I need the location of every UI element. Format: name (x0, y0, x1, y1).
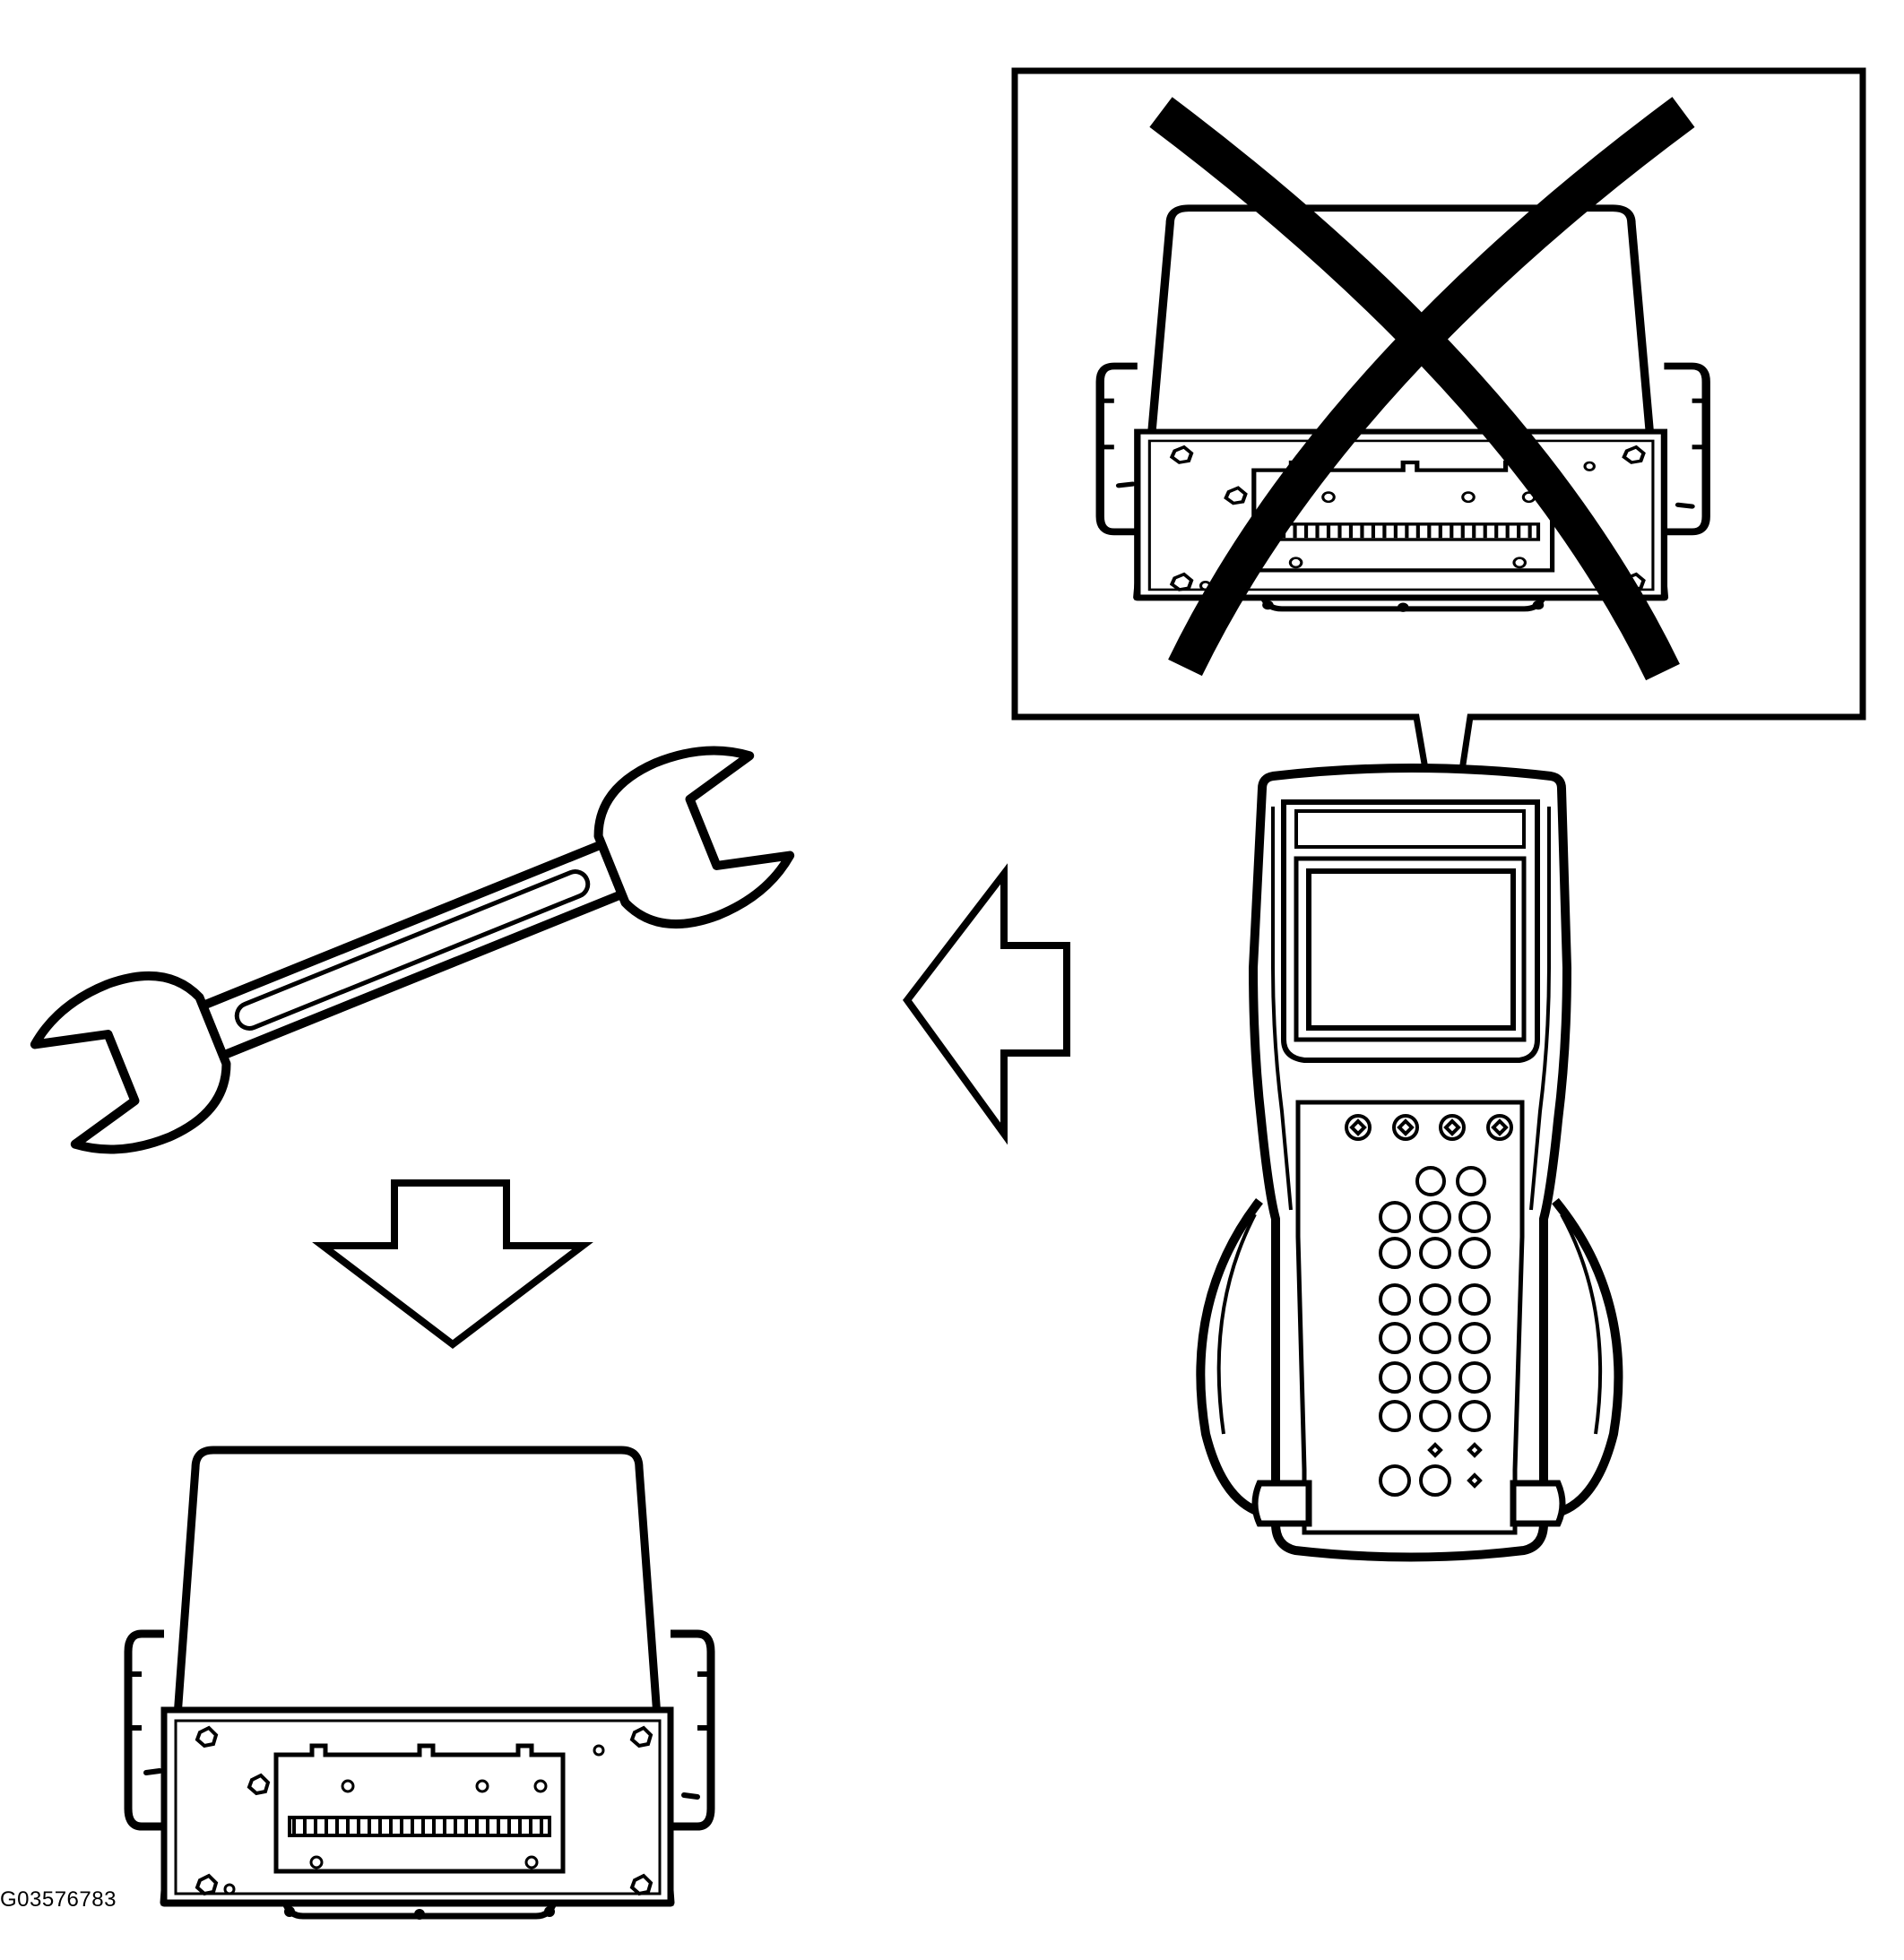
wrench-icon (30, 746, 795, 1154)
arrow-left-icon (903, 863, 1070, 1145)
callout-panel (1011, 67, 1866, 884)
control-module-icon (128, 1450, 711, 1920)
arrow-down-icon (312, 1179, 593, 1350)
scan-tool-icon (1196, 764, 1623, 1562)
figure-id-label: G03576783 (0, 1887, 117, 1912)
crossed-out-module-icon (1100, 97, 1706, 681)
